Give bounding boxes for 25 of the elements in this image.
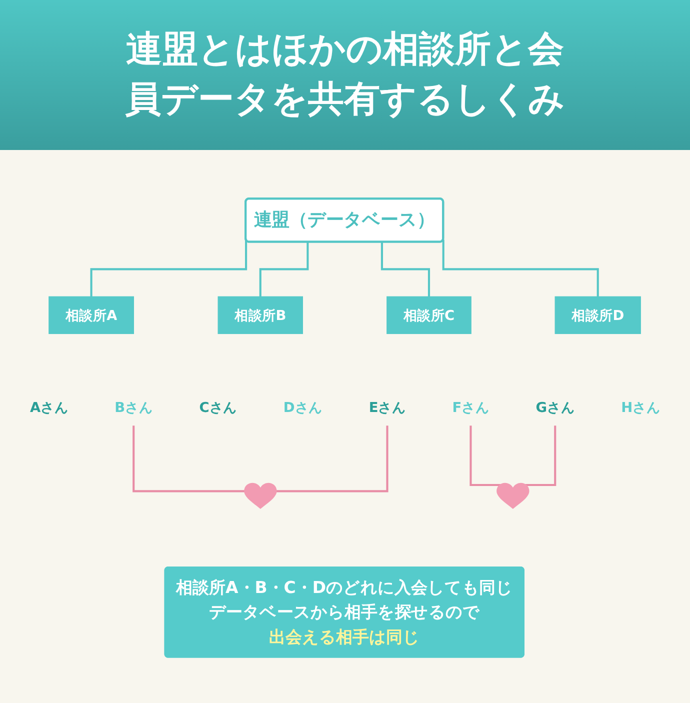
title: 連盟とはほかの相談所と会員データを共有するしくみ: [124, 28, 566, 122]
connector-line: [132, 426, 246, 492]
summary-box: 相談所A・B・C・Dのどれに入会しても同じデータベースから相手を探せるので 出会える相手は同じ: [164, 566, 524, 658]
database-box: 連盟（データベース）: [244, 198, 444, 243]
connector-line: [275, 426, 388, 492]
connector-line: [380, 242, 430, 298]
connector-line: [90, 240, 248, 298]
office-label: 相談所A: [48, 296, 134, 334]
connector-line: [442, 240, 599, 298]
heart-icon: [496, 482, 530, 509]
member-name: Dさん: [283, 398, 322, 416]
office-label: 相談所C: [386, 296, 472, 334]
member-name: Eさん: [368, 398, 406, 416]
member-name: Gさん: [536, 398, 574, 416]
connector-line: [470, 426, 502, 486]
member-name: Hさん: [621, 398, 660, 416]
connector-line: [524, 426, 556, 486]
office-label: 相談所D: [554, 296, 641, 334]
member-name: Cさん: [199, 398, 237, 416]
member-name: Fさん: [452, 398, 490, 416]
connector-line: [259, 242, 309, 298]
member-name: Aさん: [30, 398, 68, 416]
heart-icon: [244, 482, 277, 509]
office-label: 相談所B: [218, 296, 303, 334]
member-name: Bさん: [114, 398, 153, 416]
